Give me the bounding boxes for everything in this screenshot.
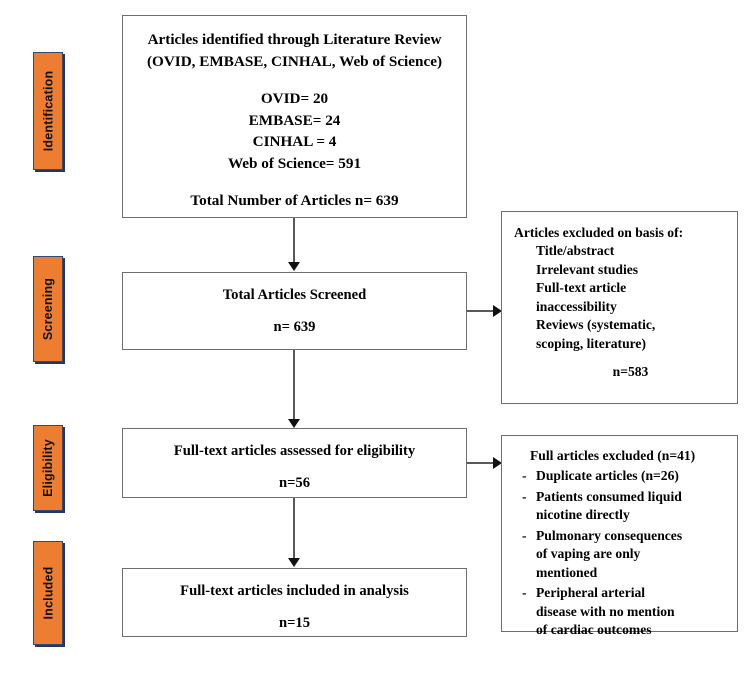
stage-tag-included-label: Included bbox=[41, 566, 55, 620]
connector-identification-to-screening bbox=[293, 218, 295, 264]
excluded-eligibility-item-1-line-1: Duplicate articles (n=26) bbox=[536, 468, 679, 484]
excluded-eligibility-item: - Duplicate articles (n=26) bbox=[516, 467, 729, 485]
bullet-dash-icon: - bbox=[522, 488, 527, 504]
box-included-in-analysis-content: Full-text articles included in analysis … bbox=[123, 569, 466, 636]
bullet-dash-icon: - bbox=[522, 468, 527, 484]
excluded-eligibility-item-3-line-1: Pulmonary consequences bbox=[536, 527, 683, 543]
box-excluded-screening: Articles excluded on basis of: Title/abs… bbox=[501, 211, 738, 404]
excluded-eligibility-heading: Full articles excluded (n=41) bbox=[530, 448, 696, 463]
arrow-identification-to-screening bbox=[288, 262, 300, 271]
excluded-screening-reason-3b: inaccessibility bbox=[536, 298, 617, 314]
box-excluded-screening-content: Articles excluded on basis of: Title/abs… bbox=[502, 212, 737, 403]
box-identified-records-content: Articles identified through Literature R… bbox=[123, 16, 466, 217]
identified-heading-line-1: Articles identified through Literature R… bbox=[147, 31, 442, 48]
box-excluded-eligibility-content: Full articles excluded (n=41) - Duplicat… bbox=[502, 436, 737, 637]
stage-tag-screening-label: Screening bbox=[41, 277, 55, 341]
connector-screening-to-eligibility bbox=[293, 350, 295, 422]
excluded-eligibility-item-3: Pulmonary consequences of vaping are onl… bbox=[536, 527, 729, 582]
identified-heading-line-2: (OVID, EMBASE, CINHAL, Web of Science) bbox=[146, 52, 443, 70]
excluded-eligibility-item-2: Patients consumed liquid nicotine direct… bbox=[536, 488, 729, 525]
excluded-eligibility-item-3-line-2: of vaping are only bbox=[536, 546, 641, 562]
arrow-eligibility-to-included bbox=[288, 558, 300, 567]
box-full-text-assessed-content: Full-text articles assessed for eligibil… bbox=[123, 429, 466, 497]
connector-eligibility-to-included bbox=[293, 498, 295, 560]
stage-tag-screening: Screening bbox=[33, 256, 63, 362]
arrow-eligibility-to-excluded bbox=[493, 457, 502, 469]
box-articles-screened: Total Articles Screened n= 639 bbox=[122, 272, 467, 350]
arrow-screening-to-excluded bbox=[493, 305, 502, 317]
stage-tag-identification-label: Identification bbox=[41, 70, 56, 152]
excluded-screening-reason-4: Reviews (systematic, bbox=[536, 317, 656, 333]
excluded-screening-reason-3: Full-text article bbox=[536, 280, 627, 296]
included-heading: Full-text articles included in analysis bbox=[180, 583, 409, 599]
bullet-dash-icon: - bbox=[522, 585, 527, 601]
box-articles-screened-content: Total Articles Screened n= 639 bbox=[123, 273, 466, 349]
excluded-eligibility-item-2-line-2: nicotine directly bbox=[536, 507, 630, 523]
spacer bbox=[133, 174, 456, 190]
stage-tag-identification: Identification bbox=[33, 52, 63, 170]
excluded-screening-count: n=583 bbox=[612, 364, 649, 380]
screened-count: n= 639 bbox=[273, 318, 316, 335]
excluded-eligibility-item-3-line-3: mentioned bbox=[536, 564, 598, 580]
spacer bbox=[514, 353, 729, 363]
stage-tag-eligibility-label: Eligibility bbox=[41, 439, 56, 497]
excluded-screening-reason-1: Title/abstract bbox=[536, 243, 615, 259]
excluded-screening-heading: Articles excluded on basis of: bbox=[514, 225, 684, 240]
stage-tag-eligibility: Eligibility bbox=[33, 425, 63, 511]
excluded-screening-reason-2: Irrelevant studies bbox=[536, 261, 639, 277]
identified-source-ovid: OVID= 20 bbox=[260, 90, 329, 108]
excluded-eligibility-item-4-line-2: disease with no mention bbox=[536, 603, 675, 619]
box-included-in-analysis: Full-text articles included in analysis … bbox=[122, 568, 467, 637]
connector-screening-to-excluded bbox=[467, 310, 495, 312]
excluded-screening-reason-4b: scoping, literature) bbox=[536, 335, 646, 351]
eligibility-heading: Full-text articles assessed for eligibil… bbox=[173, 443, 416, 459]
excluded-eligibility-item: - Peripheral arterial disease with no me… bbox=[516, 584, 729, 639]
box-excluded-eligibility: Full articles excluded (n=41) - Duplicat… bbox=[501, 435, 738, 637]
included-count: n=15 bbox=[278, 614, 311, 631]
eligibility-count: n=56 bbox=[278, 474, 311, 491]
identified-total-count: Total Number of Articles n= 639 bbox=[190, 192, 399, 210]
stage-tag-included: Included bbox=[33, 541, 63, 645]
box-identified-records: Articles identified through Literature R… bbox=[122, 15, 467, 218]
identified-source-embase: EMBASE= 24 bbox=[248, 111, 341, 129]
excluded-eligibility-item: - Patients consumed liquid nicotine dire… bbox=[516, 488, 729, 525]
connector-eligibility-to-excluded bbox=[467, 462, 495, 464]
excluded-eligibility-item: - Pulmonary consequences of vaping are o… bbox=[516, 527, 729, 582]
box-full-text-assessed: Full-text articles assessed for eligibil… bbox=[122, 428, 467, 498]
bullet-dash-icon: - bbox=[522, 527, 527, 543]
screened-heading: Total Articles Screened bbox=[222, 287, 367, 303]
excluded-eligibility-item-4-line-1: Peripheral arterial bbox=[536, 585, 646, 601]
excluded-eligibility-item-4-line-3: of cardiac outcomes bbox=[536, 622, 652, 638]
identified-source-web-of-science: Web of Science= 591 bbox=[227, 154, 362, 172]
spacer bbox=[133, 72, 456, 88]
excluded-eligibility-item-2-line-1: Patients consumed liquid bbox=[536, 488, 682, 504]
excluded-eligibility-item-4: Peripheral arterial disease with no ment… bbox=[536, 584, 729, 639]
arrow-screening-to-eligibility bbox=[288, 419, 300, 428]
identified-source-cinhal: CINHAL = 4 bbox=[252, 133, 337, 151]
